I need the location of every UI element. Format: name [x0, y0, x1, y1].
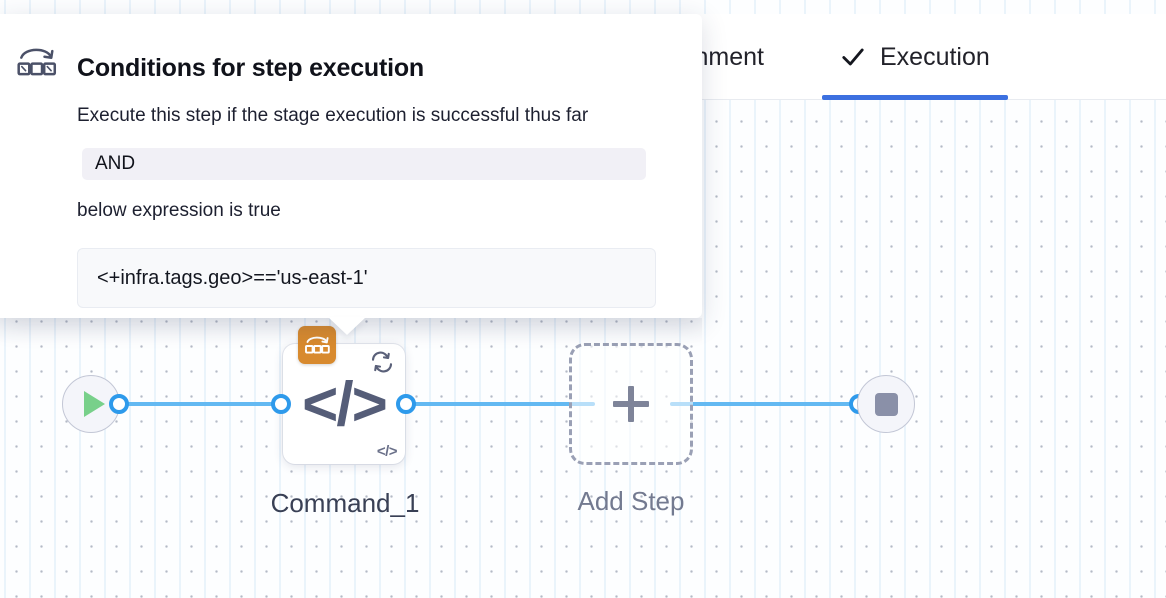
edge-start-to-command — [113, 402, 288, 406]
plus-icon — [613, 386, 649, 422]
retry-loop-icon — [367, 347, 397, 377]
add-step-button[interactable] — [569, 343, 693, 465]
popover-description: Execute this step if the stage execution… — [77, 105, 589, 126]
port-start-out[interactable] — [109, 394, 129, 414]
step-mini-code-icon: </> — [376, 443, 398, 460]
tab-execution-underline — [822, 95, 1008, 100]
play-icon — [83, 391, 105, 417]
step-type-glyph: </> — [302, 369, 388, 439]
step-node-label: Command_1 — [270, 488, 420, 518]
stop-icon — [874, 392, 898, 416]
port-command-out[interactable] — [396, 394, 416, 414]
edge-addstep-to-end — [670, 402, 865, 406]
condition-operator-field[interactable]: AND — [82, 148, 646, 180]
tab-execution-label: Execution — [880, 42, 990, 71]
popover-expression-label: below expression is true — [77, 200, 281, 221]
port-command-in[interactable] — [271, 394, 291, 414]
edge-command-to-addstep — [400, 402, 595, 406]
step-conditions-popover: Conditions for step execution Execute th… — [0, 14, 702, 335]
tab-execution[interactable]: Execution — [810, 14, 1020, 100]
popover-arrow — [328, 317, 366, 335]
step-node-command[interactable]: </> </> — [283, 326, 405, 464]
pipeline-end-node[interactable] — [857, 375, 915, 433]
condition-expression-field[interactable]: <+infra.tags.geo>=='us-east-1' — [77, 248, 656, 308]
command-script-icon — [14, 42, 58, 82]
popover-title: Conditions for step execution — [77, 54, 424, 82]
check-icon — [840, 44, 866, 70]
add-step-label: Add Step — [577, 486, 685, 516]
